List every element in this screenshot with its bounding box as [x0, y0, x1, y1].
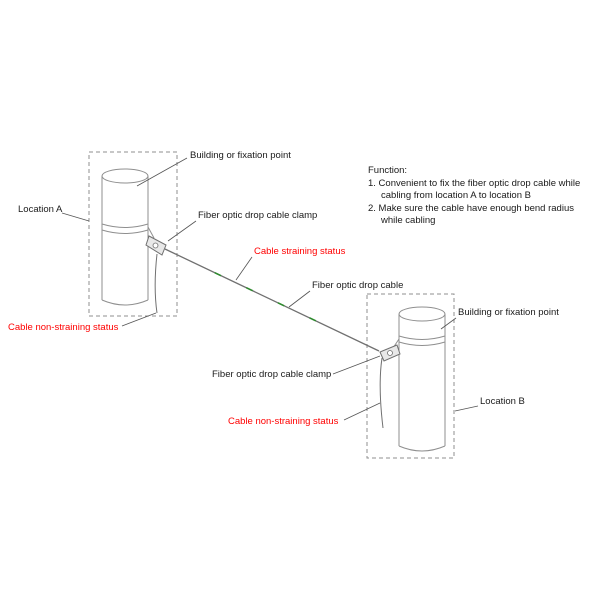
function-heading: Function:: [368, 165, 407, 176]
location-a-boundary: [88, 151, 178, 317]
pole-a-strap: [101, 223, 149, 228]
label-drop-cable: Fiber optic drop cable: [312, 280, 403, 291]
label-clamp-b: Fiber optic drop cable clamp: [212, 369, 331, 380]
function-block: Function: 1. Convenient to fix the fiber…: [368, 165, 580, 226]
location-b-boundary: [366, 293, 455, 459]
function-line: 2. Make sure the cable have enough bend …: [368, 203, 574, 214]
hanging-cable-b: [379, 357, 384, 429]
pole-b-strap: [398, 335, 446, 340]
pole-a: [101, 168, 149, 306]
function-line: 1. Convenient to fix the fiber optic dro…: [368, 178, 580, 189]
label-building-a: Building or fixation point: [190, 150, 291, 161]
label-location-a: Location A: [18, 204, 63, 215]
cable-clamp-b: [379, 338, 401, 362]
label-non-straining-b: Cable non-straining status: [228, 416, 339, 427]
leader-clamp-a: [167, 220, 197, 242]
leader-building-b: [440, 317, 457, 330]
leader-building-a: [136, 157, 188, 187]
hanging-cable-a: [154, 253, 158, 314]
pole-b: [398, 306, 446, 452]
label-non-straining-a: Cable non-straining status: [8, 322, 119, 333]
label-cable-straining: Cable straining status: [254, 246, 346, 257]
function-line: cabling from location A to location B: [381, 190, 531, 201]
function-line: while cabling: [380, 215, 435, 226]
leader-straining: [235, 256, 253, 281]
leader-non-straining-b: [343, 402, 381, 421]
cable-accent-marks: [214, 271, 317, 322]
fiber-drop-cable: [164, 248, 380, 352]
leader-lines: [61, 157, 479, 421]
label-location-b: Location B: [480, 396, 525, 407]
pole-b-strap: [398, 341, 446, 346]
label-clamp-a: Fiber optic drop cable clamp: [198, 210, 317, 221]
cable-clamp-a: [145, 226, 167, 256]
pole-a-strap: [101, 229, 149, 234]
leader-clamp-b: [332, 355, 381, 375]
label-building-b: Building or fixation point: [458, 307, 559, 318]
leader-non-straining-a: [121, 312, 157, 327]
leader-location-b: [454, 405, 479, 412]
leader-drop-cable: [288, 290, 311, 308]
leader-location-a: [61, 212, 90, 222]
